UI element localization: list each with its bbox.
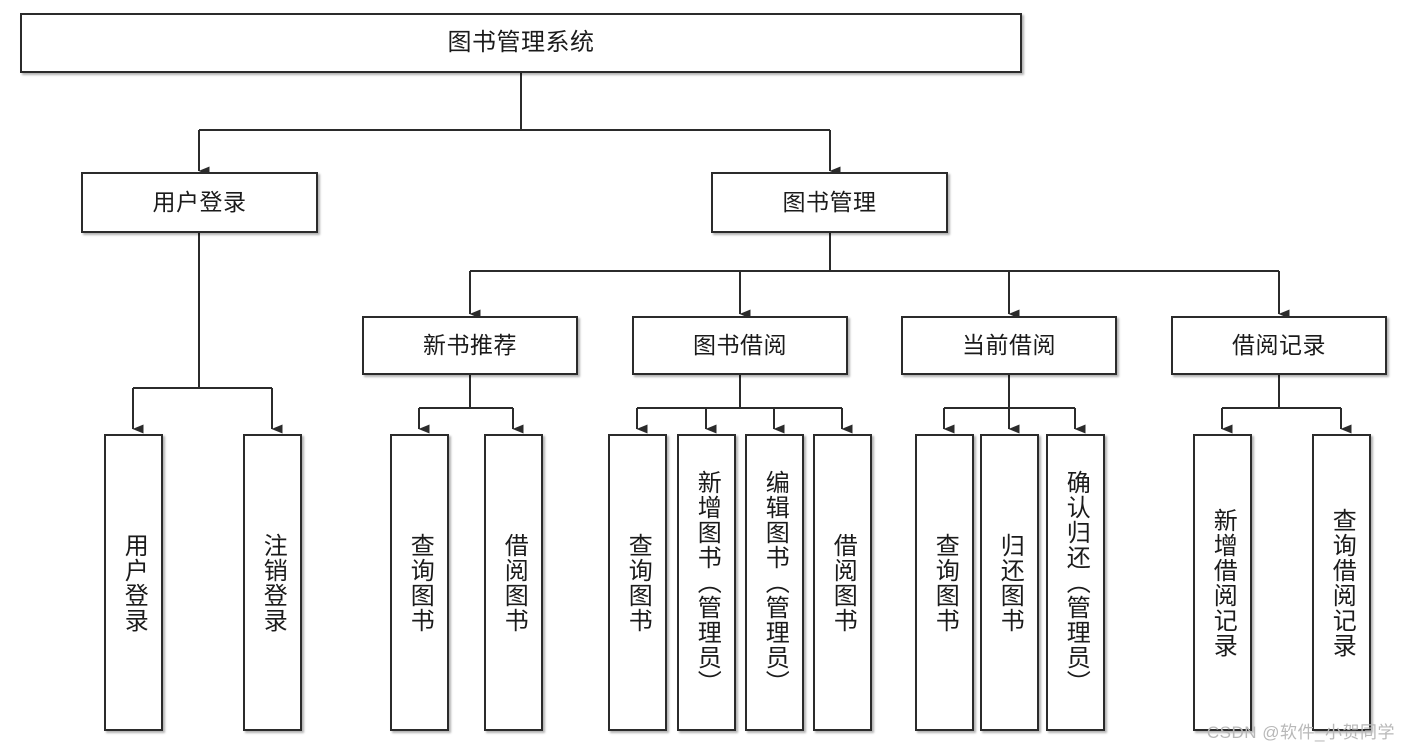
node-root-label: 图书管理系统: [447, 28, 595, 56]
node-leaf-query-borrow-record[interactable]: 查询借阅记录: [1312, 434, 1371, 731]
node-book-borrow[interactable]: 图书借阅: [632, 316, 848, 375]
node-leaf-user-login-label: 用户登录: [120, 532, 148, 633]
node-leaf-query-book-2[interactable]: 查询图书: [608, 434, 667, 731]
node-leaf-query-book-3-label: 查询图书: [931, 532, 959, 633]
node-user-login-label: 用户登录: [152, 188, 247, 215]
node-leaf-borrow-book-2-label: 借阅图书: [829, 532, 857, 633]
node-leaf-add-borrow-record-label: 新增借阅记录: [1209, 507, 1237, 658]
node-book-management-label: 图书管理: [782, 188, 877, 215]
node-leaf-query-borrow-record-label: 查询借阅记录: [1328, 507, 1356, 658]
csdn-watermark: CSDN @软件_小贺同学: [1206, 723, 1395, 742]
node-leaf-return-book[interactable]: 归还图书: [980, 434, 1039, 731]
node-new-book-recommend[interactable]: 新书推荐: [362, 316, 578, 375]
node-leaf-add-book-admin-label: 新增图书（管理员）: [693, 470, 721, 695]
node-leaf-query-book-1-label: 查询图书: [406, 532, 434, 633]
node-book-borrow-label: 图书借阅: [693, 331, 787, 358]
node-leaf-edit-book-admin[interactable]: 编辑图书（管理员）: [745, 434, 804, 731]
node-user-login[interactable]: 用户登录: [81, 172, 318, 233]
node-leaf-logout-login[interactable]: 注销登录: [243, 434, 302, 731]
node-leaf-edit-book-admin-label: 编辑图书（管理员）: [761, 470, 789, 695]
node-leaf-borrow-book-1[interactable]: 借阅图书: [484, 434, 543, 731]
node-current-borrow[interactable]: 当前借阅: [901, 316, 1117, 375]
node-leaf-logout-login-label: 注销登录: [259, 532, 287, 633]
node-new-book-recommend-label: 新书推荐: [423, 331, 517, 358]
node-leaf-query-book-1[interactable]: 查询图书: [390, 434, 449, 731]
node-leaf-add-borrow-record[interactable]: 新增借阅记录: [1193, 434, 1252, 731]
node-leaf-query-book-2-label: 查询图书: [624, 532, 652, 633]
node-leaf-user-login[interactable]: 用户登录: [104, 434, 163, 731]
node-root[interactable]: 图书管理系统: [20, 13, 1022, 73]
node-leaf-borrow-book-1-label: 借阅图书: [500, 532, 528, 633]
node-leaf-borrow-book-2[interactable]: 借阅图书: [813, 434, 872, 731]
node-leaf-query-book-3[interactable]: 查询图书: [915, 434, 974, 731]
node-leaf-add-book-admin[interactable]: 新增图书（管理员）: [677, 434, 736, 731]
node-leaf-confirm-return-admin-label: 确认归还（管理员）: [1062, 470, 1090, 695]
node-leaf-return-book-label: 归还图书: [996, 532, 1024, 633]
node-borrow-record[interactable]: 借阅记录: [1171, 316, 1387, 375]
node-borrow-record-label: 借阅记录: [1232, 331, 1326, 358]
node-leaf-confirm-return-admin[interactable]: 确认归还（管理员）: [1046, 434, 1105, 731]
node-book-management[interactable]: 图书管理: [711, 172, 948, 233]
node-current-borrow-label: 当前借阅: [962, 331, 1056, 358]
